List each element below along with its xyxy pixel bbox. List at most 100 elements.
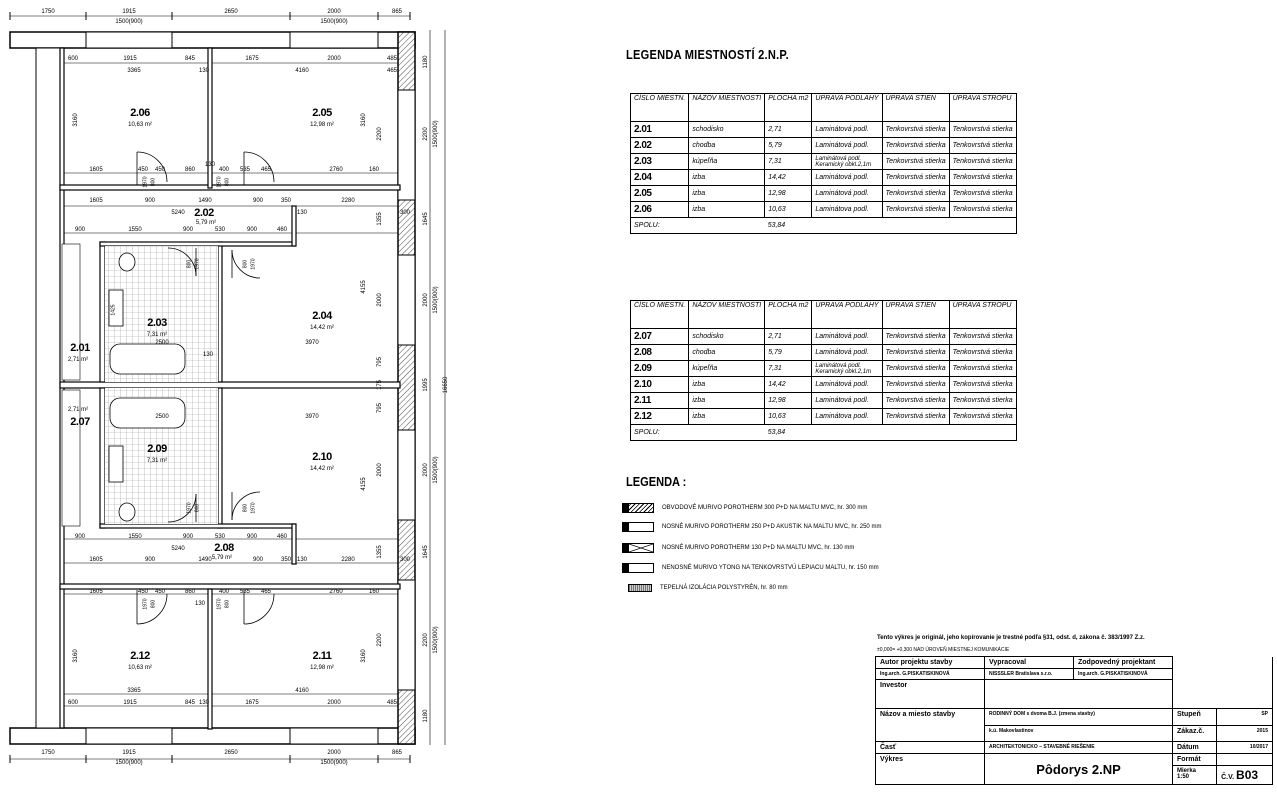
col-header: ÚPRAVA STROPU [948, 93, 1017, 122]
dimension-label: 1750 [41, 9, 55, 15]
date-value: 10/2017 [1216, 741, 1273, 754]
room-number: 2.04 [312, 310, 332, 322]
cell: Tenkovrstvá stierka [881, 376, 950, 393]
author-label: Autor projektu stavby [875, 656, 985, 669]
door-label: 800 [194, 503, 201, 513]
door-label: 1970 [216, 176, 223, 188]
dimension-label: 1500(900) [320, 760, 348, 766]
vertical-dimension: 16650 [443, 376, 449, 394]
dimension-label: 3970 [305, 340, 319, 346]
stage-value: SP [1216, 708, 1273, 726]
hatch-swatch-icon [622, 503, 654, 513]
prepared-value: NISSSLER Bratislava s.r.o. [984, 668, 1074, 680]
cell: Tenkovrstvá stierka [948, 121, 1017, 138]
room-area: 14,42 m² [310, 466, 334, 472]
door-label: 800 [242, 259, 249, 269]
cell: 2.12 [629, 408, 690, 425]
vertical-dimension: 2200 [377, 127, 383, 141]
cell: 2.08 [629, 344, 690, 361]
scale-value: 1:50 [1177, 774, 1190, 780]
legend-item: TEPELNÁ IZOLÁCIA POLYSTYRÉN, hr. 80 mm [622, 582, 788, 594]
room-number: 2.10 [312, 451, 332, 463]
room-number: 2.07 [70, 416, 90, 428]
col-header: PLOCHA m2 [764, 93, 813, 122]
dimension-label: 2000 [327, 56, 341, 62]
dimension-label: 130 [296, 557, 308, 563]
dimension-label: 465 [260, 589, 272, 595]
cell: Tenkovrstvá stierka [881, 201, 950, 218]
dimension-label: 4160 [295, 68, 309, 74]
col-header: NÁZOV MIESTNOSTI [688, 300, 766, 329]
cell: izba [688, 185, 766, 202]
cell: 2.09 [629, 360, 690, 377]
room-number: 2.03 [147, 317, 167, 329]
dimension-label: 450 [137, 589, 149, 595]
dimension-label: 160 [368, 167, 380, 173]
vertical-dimension: 1500(900) [433, 120, 439, 148]
sheet-value: B03 [1236, 768, 1259, 782]
col-header: ÚPRAVA STROPU [948, 300, 1017, 329]
room-number: 2.06 [130, 107, 150, 119]
col-header: NÁZOV MIESTNOSTI [688, 93, 766, 122]
cell: 7,31 [764, 153, 813, 170]
dimension-label: 1490 [198, 198, 212, 204]
total-value: 53,84 [764, 217, 812, 234]
dimension-label: 130 [202, 352, 214, 358]
cell: 2.01 [629, 121, 690, 138]
cell: 2.04 [629, 169, 690, 186]
vertical-dimension: 2200 [377, 633, 383, 647]
building-value: RODINNÝ DOM s dvoma B.J. (zmena stavby) [984, 708, 1173, 726]
prepared-label: Vypracoval [984, 656, 1074, 669]
cell: Tenkovrstvá stierka [881, 328, 950, 345]
format-label: Formát [1171, 753, 1218, 766]
dimension-label: 2650 [224, 750, 238, 756]
cell: Tenkovrstvá stierka [881, 392, 950, 409]
cell: Laminátova podl. [811, 408, 883, 425]
vertical-dimension: 2000 [377, 463, 383, 477]
room-number: 2.08 [214, 542, 234, 554]
door-label: 1970 [194, 258, 201, 270]
cell: Laminátová podl. [811, 121, 883, 138]
cell: izba [688, 201, 766, 218]
dimension-label: 2500 [155, 414, 169, 420]
cell: Tenkovrstvá stierka [948, 153, 1017, 170]
dimension-label: 1915 [123, 56, 137, 62]
dimension-label: 4160 [295, 688, 309, 694]
plain-swatch-icon [622, 563, 654, 573]
col-header: ÚPRAVA PODLAHY [811, 93, 883, 122]
door-label: 1970 [216, 598, 223, 610]
door-label: 800 [242, 503, 249, 513]
cell: 2.11 [629, 392, 690, 409]
sheet-label: Č.V. [1221, 774, 1235, 781]
dimension-label: 1500(900) [115, 760, 143, 766]
room-area: 12,98 m² [310, 122, 334, 128]
vertical-dimension: 4155 [361, 280, 367, 294]
dimension-label: 3365 [127, 68, 141, 74]
room-area: 14,42 m² [310, 325, 334, 331]
col-header: PLOCHA m2 [764, 300, 813, 329]
col-header: ÚPRAVA STIEN [881, 300, 950, 329]
door-swings [136, 151, 275, 625]
dimension-label: 1915 [123, 700, 137, 706]
cell: 14,42 [764, 376, 813, 393]
cell: 5,79 [764, 344, 813, 361]
cell: Laminátová podl. Keramický obkl.2,1m [811, 360, 883, 377]
legend-text: NOSNÉ MURIVO POROTHERM 130 P+D NA MALTU … [662, 545, 855, 551]
cell: 2,71 [764, 121, 813, 138]
dimension-label: 400 [218, 589, 230, 595]
room-area: 2,71 m² [67, 357, 89, 363]
dimension-label: 2000 [327, 750, 341, 756]
building-location: k.ú. Makovlastinov [984, 724, 1173, 742]
cell: Tenkovrstvá stierka [948, 185, 1017, 202]
dimension-label: 535 [239, 167, 251, 173]
cell: Laminátová podl. [811, 344, 883, 361]
cell: Tenkovrstvá stierka [948, 137, 1017, 154]
vertical-dimension: 1500(900) [433, 286, 439, 314]
dimension-label: 1675 [245, 700, 259, 706]
cell: Laminátová podl. [811, 392, 883, 409]
